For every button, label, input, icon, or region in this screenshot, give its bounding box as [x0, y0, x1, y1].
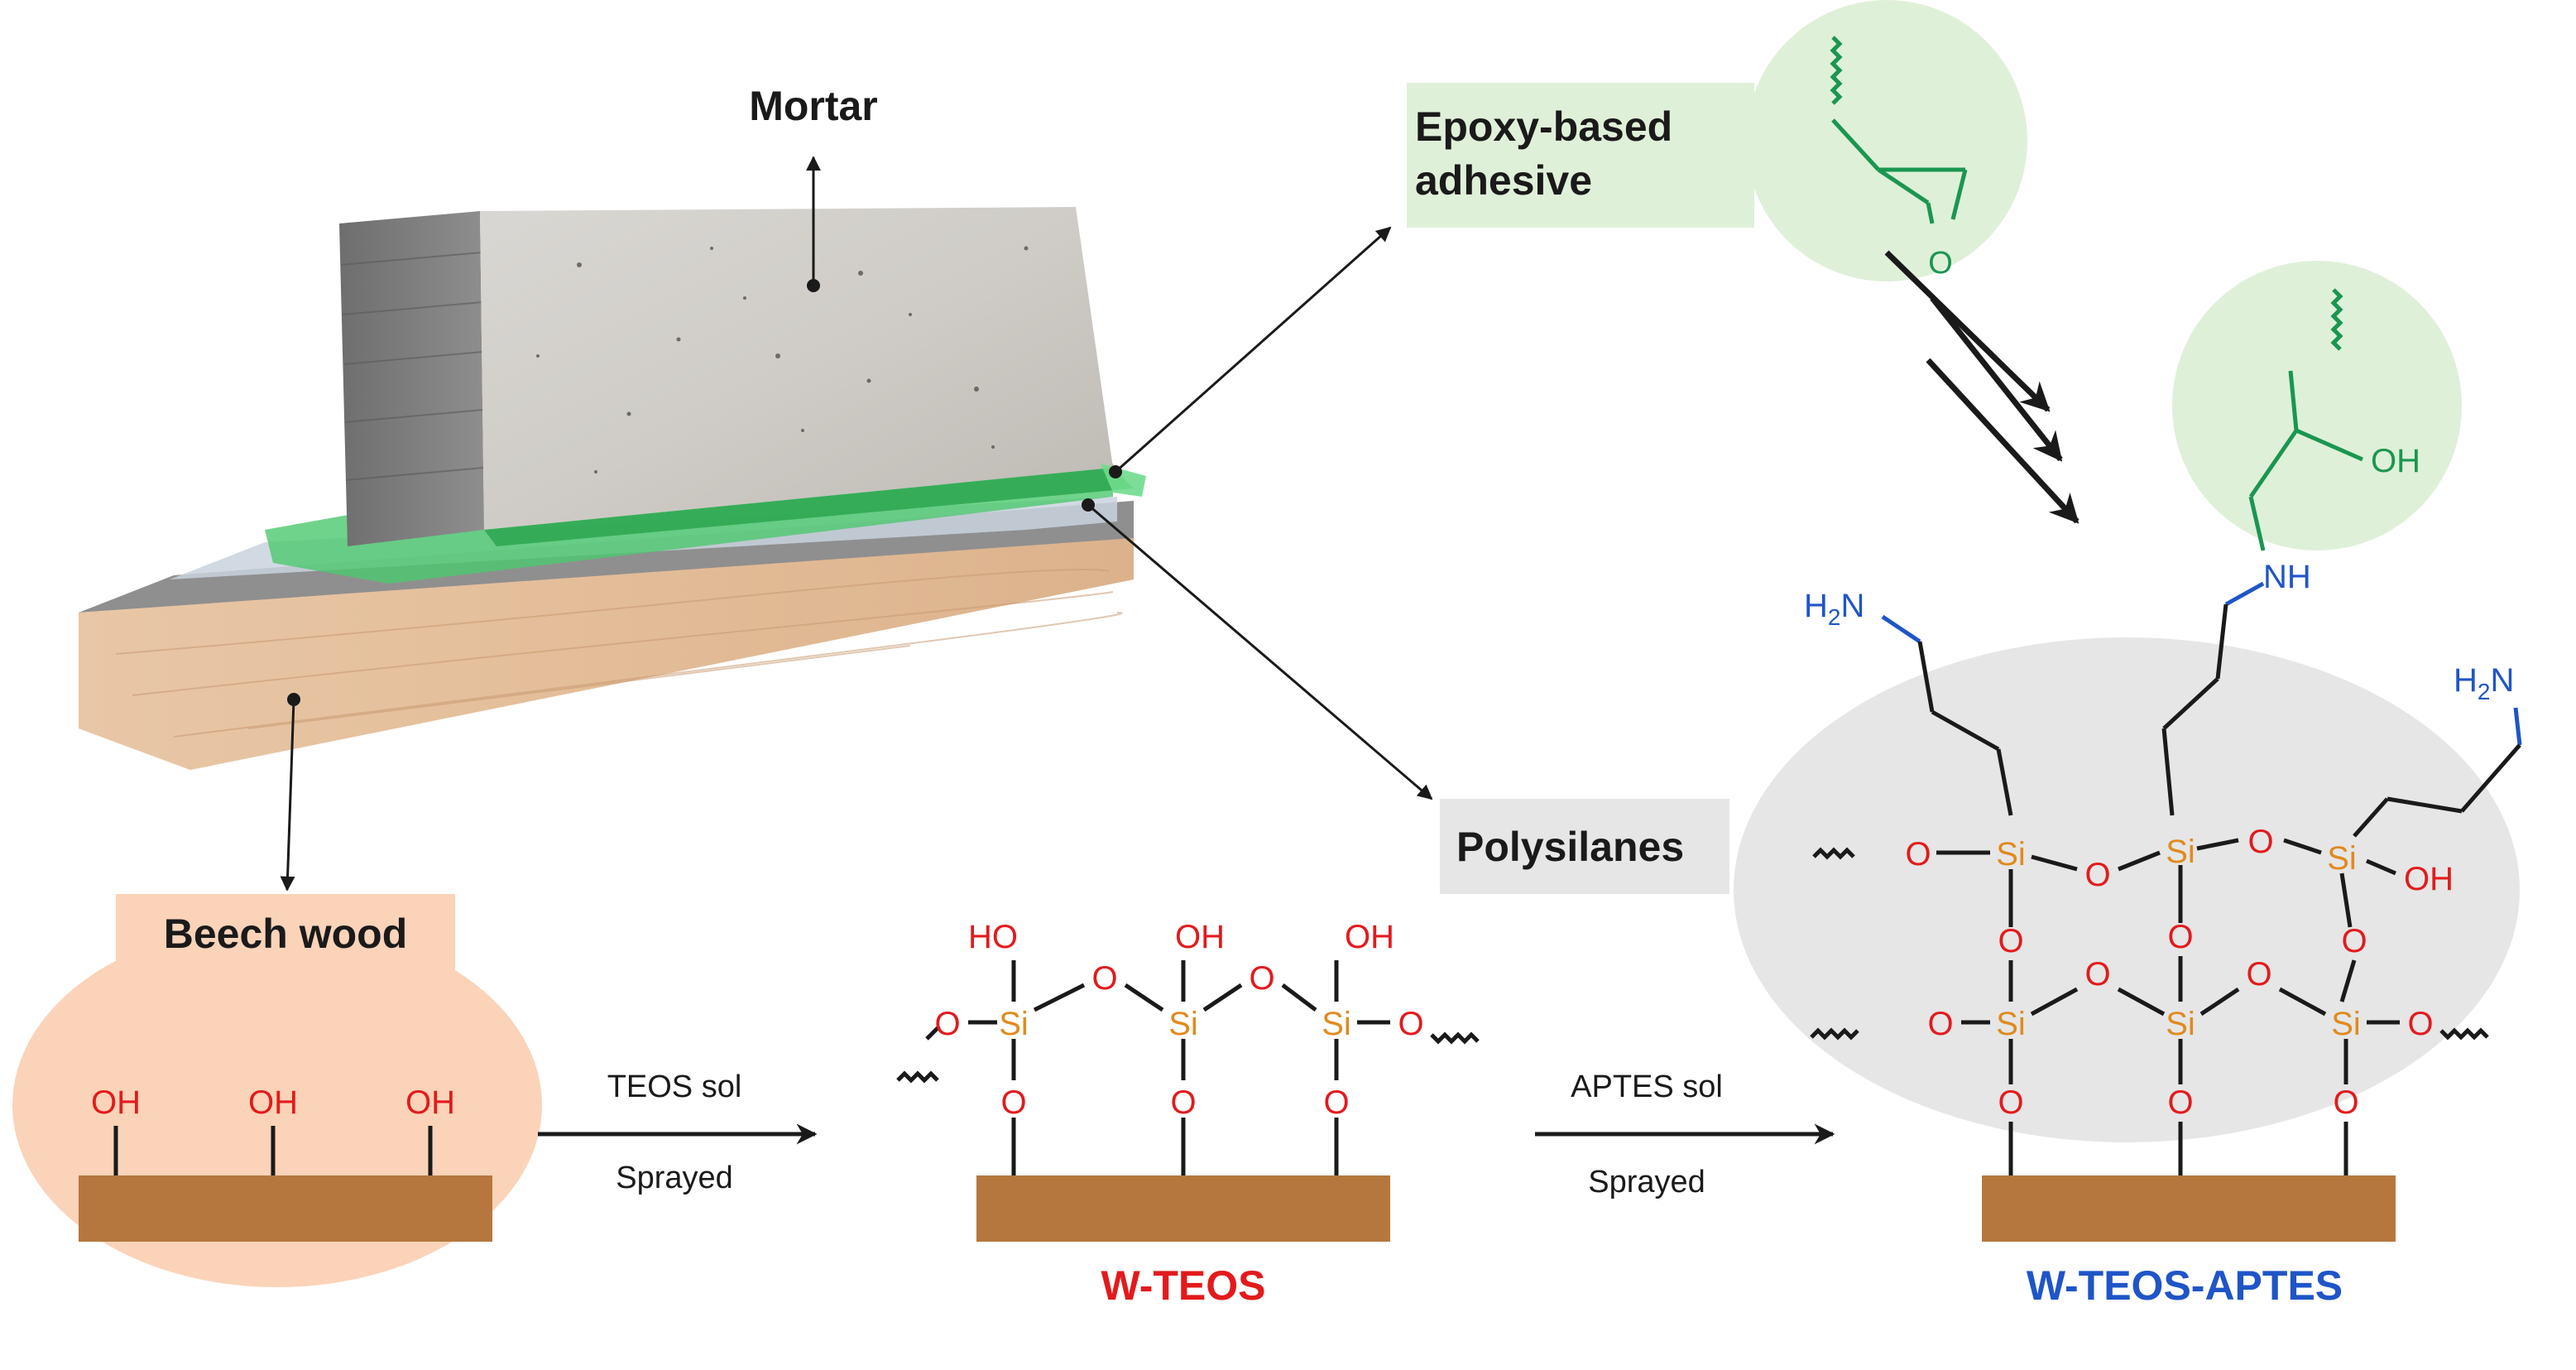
si-atom: Si [1996, 1006, 2026, 1042]
epoxide-group [1830, 36, 1968, 224]
si-atom: Si [2327, 840, 2357, 877]
o-atom: O [2084, 956, 2110, 993]
epoxy-label-line1: Epoxy-based [1415, 103, 1672, 150]
mortar-texture [536, 246, 1029, 473]
o-atom: O [1398, 1006, 1423, 1042]
o-atom: O [1927, 1006, 1953, 1042]
w-teos-aptes-label: W-TEOS-APTES [2027, 1262, 2343, 1309]
si-atom: Si [2331, 1006, 2361, 1042]
teos-sol-label: TEOS sol [607, 1070, 742, 1104]
aptes-sol-label: APTES sol [1571, 1070, 1723, 1104]
si-atom: Si [999, 1006, 1029, 1042]
polysilanes-pointer [1087, 503, 1433, 800]
beech-wood-label-box [116, 894, 455, 973]
specimen-illustration [79, 207, 1146, 770]
o-atom: O [1000, 1084, 1026, 1121]
si-atom: Si [2166, 834, 2195, 870]
epoxide-oxygen: O [1928, 246, 1953, 281]
o-atom: O [2247, 824, 2273, 860]
epoxy-label-box [1407, 83, 1754, 228]
amine-label-nh: NH [2263, 559, 2311, 595]
w-teos-oh: OH [1345, 919, 1394, 955]
mortar-label: Mortar [749, 83, 878, 129]
mortar-front [480, 207, 1113, 530]
w-teos-structure: HO OH OH O O Si O Si O Si O O O O [896, 919, 1480, 1242]
beech-wood-label: Beech wood [164, 911, 407, 957]
reaction-arrows [1884, 250, 2080, 524]
polysilanes-label: Polysilanes [1456, 824, 1684, 870]
hydroxyl-green: OH [2371, 443, 2420, 479]
o-atom: O [1905, 836, 1931, 872]
wood-substrate [79, 1175, 492, 1242]
aptes-structure: H2N NH H2N [1804, 559, 2522, 1242]
specimen-pointers [280, 156, 1433, 892]
w-teos-label: W-TEOS [1101, 1262, 1266, 1309]
o-atom: O [1170, 1084, 1196, 1121]
aptes-arrow: APTES sol Sprayed [1535, 1070, 1835, 1199]
si-atom: Si [2166, 1006, 2195, 1042]
wood-pointer [280, 699, 295, 892]
aptes-sprayed-label: Sprayed [1588, 1165, 1705, 1199]
o-atom: O [1998, 1084, 2023, 1121]
si-atom: Si [1168, 1006, 1198, 1042]
o-atom: O [2084, 857, 2110, 893]
adhesive-pointer [1115, 226, 1392, 473]
w-teos-oh: OH [1175, 919, 1225, 955]
o-atom: O [2407, 1006, 2433, 1042]
o-atom: O [1249, 960, 1274, 997]
wood-oh-1: OH [91, 1084, 141, 1121]
mortar-side [339, 211, 484, 546]
o-atom: O [1998, 923, 2023, 959]
o-atom: O [2167, 919, 2193, 955]
wood-grain [115, 569, 1123, 738]
wood-hydroxyls: OH OH OH [91, 1084, 455, 1175]
si-atom: Si [1322, 1006, 1351, 1042]
o-atom: O [2341, 923, 2367, 959]
w-teos-ho: HO [968, 919, 1018, 955]
teos-sprayed-label: Sprayed [616, 1161, 733, 1195]
epoxy-circle [1746, 0, 2027, 281]
polysilanes-ellipse [1734, 637, 2520, 1142]
amino-alcohol-circle [2172, 261, 2462, 550]
o-atom: O [2246, 956, 2271, 993]
amine-label-left: H2N [1804, 588, 1864, 630]
amine-label-right: H2N [2454, 662, 2514, 704]
o-atom: O [2333, 1084, 2358, 1121]
o-atom: O [1323, 1084, 1349, 1121]
polysilanes-label-box [1440, 799, 1729, 894]
o-atom: O [1091, 960, 1117, 997]
wood-oh-3: OH [405, 1084, 455, 1121]
silanol-oh: OH [2404, 861, 2454, 897]
aptes-substrate [1982, 1175, 2396, 1242]
w-teos-substrate [976, 1175, 1390, 1242]
epoxy-label-line2: adhesive [1415, 157, 1592, 204]
wood-oh-2: OH [248, 1084, 298, 1121]
teos-arrow: TEOS sol Sprayed [538, 1070, 818, 1195]
si-atom: Si [1996, 836, 2026, 872]
o-atom: O [2167, 1084, 2193, 1121]
o-atom: O [934, 1006, 960, 1042]
amino-alcohol-chain [2248, 288, 2364, 551]
